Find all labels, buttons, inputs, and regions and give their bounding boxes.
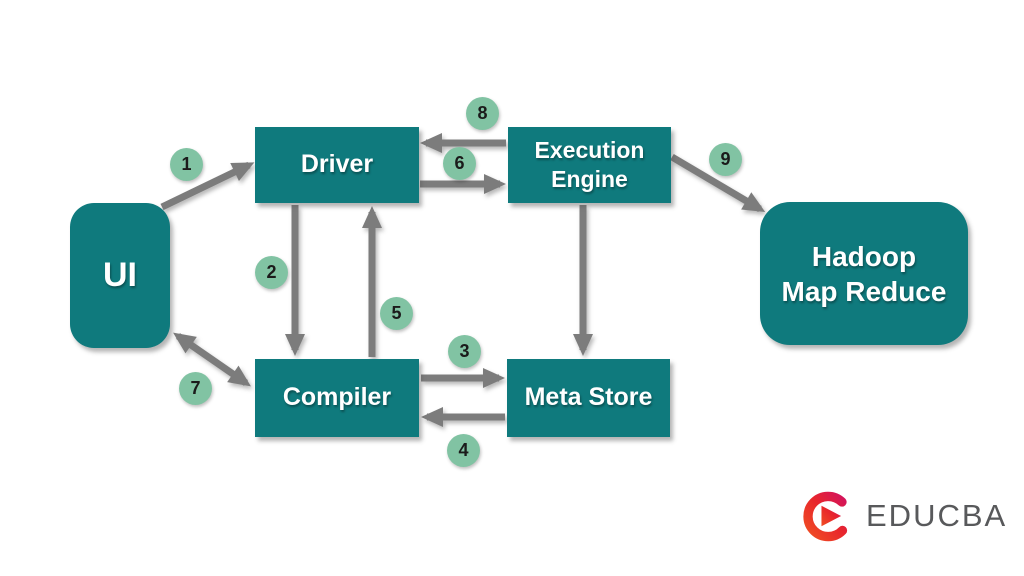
step-badge-5: 5 [380,297,413,330]
step-badge-8: 8 [466,97,499,130]
node-hadoop-line2: Map Reduce [781,275,947,307]
step-badge-4: 4 [447,434,480,467]
step-badge-1: 1 [170,148,203,181]
node-meta-store-label: Meta Store [524,383,653,412]
node-compiler: Compiler [255,359,419,437]
step-badge-6: 6 [443,147,476,180]
arrow-1-ui-to-driver [160,161,255,211]
node-driver-label: Driver [300,150,374,179]
node-execution-engine-line2: Engine [551,166,628,192]
node-execution-engine: Execution Engine [508,127,671,203]
arrow-9-execution-to-hadoop [670,153,766,213]
node-ui-label: UI [103,256,137,295]
step-badge-9: 9 [709,143,742,176]
node-hadoop-map-reduce: Hadoop Map Reduce [760,202,968,345]
arrow-7-ui-compiler-bidirectional [173,332,251,387]
step-badge-2: 2 [255,256,288,289]
step-badge-3: 3 [448,335,481,368]
node-meta-store: Meta Store [507,359,670,437]
node-driver: Driver [255,127,419,203]
educba-logo-icon [803,491,848,542]
node-ui: UI [70,203,170,348]
step-badge-7: 7 [179,372,212,405]
educba-logo-text: EDUCBA [866,498,1008,533]
node-execution-engine-line1: Execution [534,137,645,164]
educba-logo: EDUCBA [800,486,1007,546]
node-hadoop-line1: Hadoop [811,240,917,272]
node-compiler-label: Compiler [282,383,392,412]
